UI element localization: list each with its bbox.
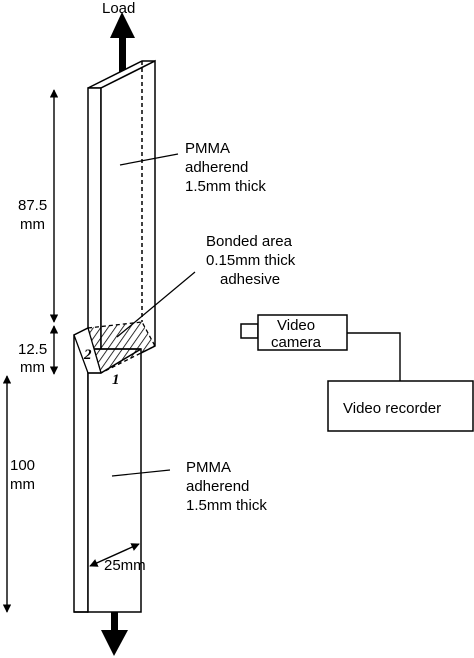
bottom-adherend-label-line3: 1.5mm thick: [186, 497, 267, 514]
corner-label-1: 1: [112, 372, 120, 388]
leader-top-adherend: [119, 153, 179, 166]
leader-bonded-area: [116, 271, 196, 338]
dim-top-value: 87.5: [18, 197, 47, 214]
bottom-adherend-label: PMMA adherend 1.5mm thick: [186, 459, 267, 514]
leader-bottom-adherend: [111, 469, 171, 477]
load-arrow-top: [110, 12, 135, 76]
top-adherend: [87, 59, 156, 375]
bottom-adherend-label-line1: PMMA: [186, 459, 231, 476]
bonded-area-label-line2: 0.15mm thick: [206, 252, 296, 269]
bottom-adherend-label-line2: adherend: [186, 478, 249, 495]
dim-top-unit: mm: [20, 216, 45, 233]
load-label: Load: [102, 0, 135, 17]
video-recorder-box: [327, 380, 474, 432]
video-camera-label-line1: Video: [277, 317, 315, 334]
top-adherend-label-line2: adherend: [185, 159, 248, 176]
video-recorder: Video recorder: [327, 380, 474, 432]
corner-label-2: 2: [83, 347, 92, 363]
top-adherend-label-line1: PMMA: [185, 140, 230, 157]
dim-overlap-value: 12.5: [18, 341, 47, 358]
bonded-area: [73, 321, 156, 374]
load-arrow-bottom: [101, 610, 128, 656]
top-adherend-label: PMMA adherend 1.5mm thick: [185, 140, 266, 195]
camera-lens-icon: [240, 323, 259, 339]
video-recorder-label: Video recorder: [343, 400, 441, 417]
bonded-area-label-line3: adhesive: [220, 271, 280, 288]
bonded-area-label-line1: Bonded area: [206, 233, 293, 250]
camera-body: [257, 314, 348, 351]
dim-overlap-unit: mm: [20, 359, 45, 376]
video-camera-label-line2: camera: [271, 334, 322, 351]
width-dimension-arrow: [89, 543, 140, 567]
bonded-area-label: Bonded area 0.15mm thick adhesive: [206, 233, 296, 288]
dim-bottom-value: 100: [10, 457, 35, 474]
video-camera: Video camera: [240, 314, 348, 351]
dim-bottom-unit: mm: [10, 476, 35, 493]
top-adherend-label-line3: 1.5mm thick: [185, 178, 266, 195]
camera-cable: [347, 332, 401, 381]
width-label: 25mm: [104, 557, 146, 574]
